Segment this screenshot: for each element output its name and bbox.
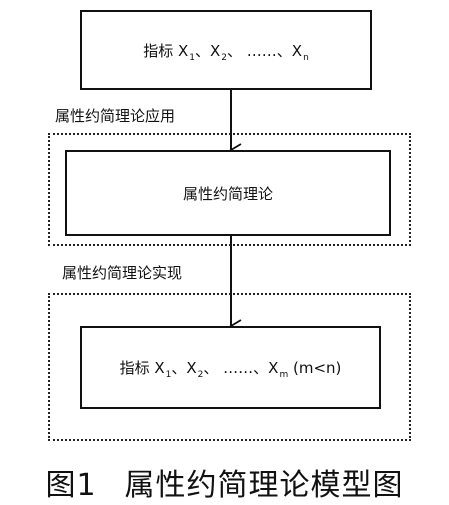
realization-frame (48, 293, 411, 441)
figure-caption: 图1 属性约简理论模型图 (0, 460, 449, 504)
top-indicator-text: 指标 X1、X2、 ……、Xn (143, 41, 309, 63)
bottom-indicator-text: 指标 X1、X2、 ……、Xm (m<n) (119, 359, 342, 380)
application-frame (48, 133, 411, 246)
figure-number: 图1 (45, 468, 97, 503)
label-realization: 属性约简理论实现 (62, 264, 183, 282)
label-application: 属性约简理论应用 (55, 107, 176, 125)
theory-text: 属性约简理论 (182, 184, 273, 203)
bottom-indicator-box: 指标 X1、X2、 ……、Xm (m<n) (80, 326, 381, 409)
top-indicator-box: 指标 X1、X2、 ……、Xn (80, 10, 372, 90)
figure-title: 属性约简理论模型图 (124, 468, 404, 503)
theory-box: 属性约简理论 (65, 150, 391, 236)
